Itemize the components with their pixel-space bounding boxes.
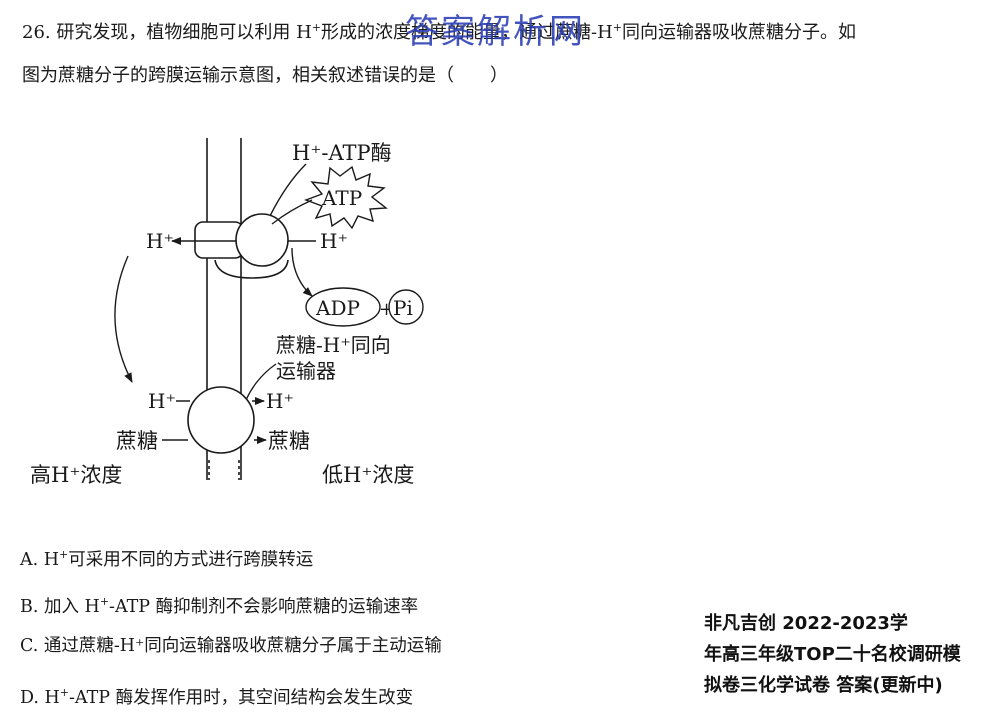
adp-ellipse [305,287,381,327]
h-ion-right-bottom: H⁺ [266,389,294,413]
symporter-label-1: 蔗糖-H⁺同向 [276,333,391,357]
option-text: -ATP 酶抑制剂不会影响蔗糖的运输速率 [109,596,419,617]
atp-starburst-icon [304,165,388,230]
atp-label: ATP [321,186,362,210]
h-ion-return-arrow [114,255,133,383]
option-d[interactable]: D. H+-ATP 酶发挥作用时，其空间结构会发生改变 [20,681,413,710]
superscript: + [612,21,622,34]
superscript: + [59,686,70,699]
atp-hydrolysis-arrow [291,247,313,297]
atp-to-enzyme-line [271,199,313,225]
question-text: 形成的浓度梯度的能量，通过蔗糖-H [320,22,613,43]
symporter-label-2: 运输器 [276,359,336,383]
h-atpase-protein [194,213,289,279]
question-text: 26. 研究发现，植物细胞可以利用 H [22,22,312,43]
sucrose-h-symporter [187,386,255,454]
option-text: B. 加入 H [20,596,100,617]
superscript: + [59,548,69,561]
pi-ellipse [388,289,424,325]
option-b[interactable]: B. 加入 H+-ATP 酶抑制剂不会影响蔗糖的运输速率 [20,590,418,619]
h-ion-left-bottom: H⁺ [148,389,176,413]
pi-label: Pi [393,296,413,320]
enzyme-pointer-line [269,163,307,217]
watermark: 答案解析网 [405,12,585,52]
option-text: A. H [20,549,60,570]
question-stem-line-2: 图为蔗糖分子的跨膜运输示意图，相关叙述错误的是（ ） [22,65,508,86]
superscript: + [311,21,321,34]
symporter-pointer-line [245,363,277,401]
low-concentration-label: 低H⁺浓度 [322,463,414,487]
option-a[interactable]: A. H+可采用不同的方式进行跨膜转运 [20,543,313,572]
adp-label: ADP [315,296,360,320]
high-concentration-label: 高H⁺浓度 [30,463,122,487]
h-atpase-label: H⁺-ATP酶 [292,141,392,165]
membrane-transport-diagram: H⁺-ATP酶 ATP H⁺ H⁺ ADP + Pi 蔗糖-H⁺同向 运输器 H… [30,138,424,487]
superscript: + [99,595,110,608]
option-text: D. H [20,687,60,708]
question-stem-line-1: 26. 研究发现，植物细胞可以利用 H+形成的浓度梯度的能量，通过蔗糖-H+同向… [22,16,856,45]
promo-text-line-1: 非凡吉创 2022-2023学 [704,613,908,634]
sucrose-label-left: 蔗糖 [116,429,158,453]
promo-text-line-3: 拟卷三化学试卷 答案(更新中) [704,675,943,696]
h-ion-right-top: H⁺ [320,229,348,253]
option-text: -ATP 酶发挥作用时，其空间结构会发生改变 [69,687,414,708]
option-text: 可采用不同的方式进行跨膜转运 [68,549,314,570]
question-text: 同向运输器吸收蔗糖分子。如 [621,22,856,43]
h-ion-left-top: H⁺ [146,229,174,253]
promo-text-line-2: 年高三年级TOP二十名校调研模 [704,644,961,665]
option-c[interactable]: C. 通过蔗糖-H⁺同向运输器吸收蔗糖分子属于主动运输 [20,636,442,656]
sucrose-label-right: 蔗糖 [268,429,310,453]
